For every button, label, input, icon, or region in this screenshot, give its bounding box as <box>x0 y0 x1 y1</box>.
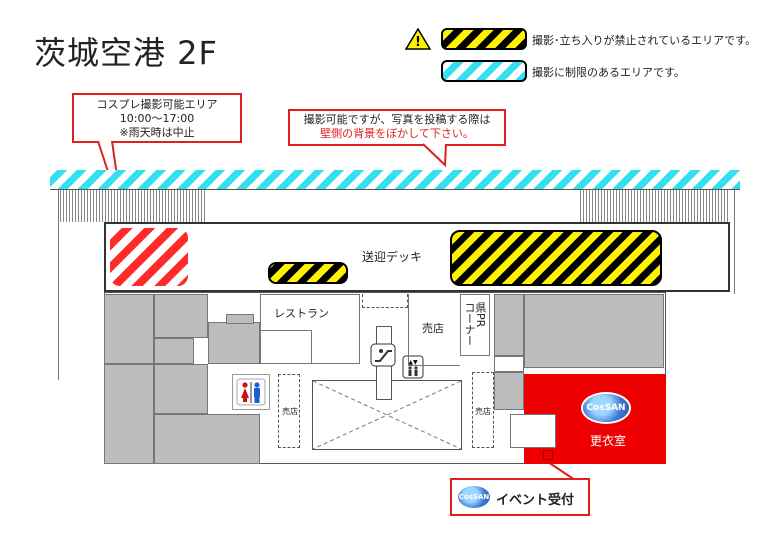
event-reception-box: CosSAN イベント受付 <box>450 478 590 516</box>
legend: ! 撮影･立ち入りが禁止されているエリアです。 撮影に制限のあるエリアです。 <box>405 26 775 86</box>
photo-note-line1: 撮影可能ですが、写真を投稿する際は <box>303 113 491 126</box>
right-block-4 <box>494 372 524 410</box>
left-block-6 <box>154 414 260 464</box>
restroom <box>232 374 270 410</box>
changing-room-label: 更衣室 <box>590 434 627 448</box>
entrance-outline <box>362 294 408 308</box>
left-shop-area <box>278 374 300 448</box>
fence-right <box>580 190 730 222</box>
outer-wall-right <box>734 190 735 294</box>
left-shop-label: 売店 <box>282 407 298 416</box>
photo-note-line2: 壁側の背景をぼかして下さい。 <box>320 127 474 140</box>
roof-edge <box>50 189 740 190</box>
prohibited-zone-small <box>268 262 348 284</box>
left-block-5 <box>154 364 208 414</box>
reception-pointer <box>547 461 576 481</box>
atrium-cross <box>313 381 461 449</box>
pr-corner-col2: 県PR <box>474 302 487 328</box>
legend-prohibited-label: 撮影･立ち入りが禁止されているエリアです。 <box>532 34 757 47</box>
restricted-strip <box>50 170 740 190</box>
cosplay-callout-line2: 10:00〜17:00 <box>119 112 195 125</box>
right-block-2 <box>524 294 664 368</box>
right-block-3 <box>494 356 524 372</box>
right-shop-area <box>472 372 494 448</box>
cosplay-area-zone <box>110 228 188 286</box>
pr-corner-area <box>460 294 490 356</box>
left-block-2 <box>154 294 208 338</box>
right-shop-label: 売店 <box>475 407 491 416</box>
left-block-8 <box>226 314 254 324</box>
event-reception-label: イベント受付 <box>496 493 575 508</box>
photo-note-pointer <box>422 143 447 168</box>
warning-icon: ! <box>405 28 431 50</box>
left-block-3 <box>154 338 194 364</box>
left-block-1 <box>104 294 154 364</box>
legend-restricted-label: 撮影に制限のあるエリアです。 <box>532 66 685 79</box>
center-shop-area <box>408 294 460 366</box>
prohibited-zone-large <box>450 230 662 286</box>
pr-corner-col1: コーナー <box>463 302 476 346</box>
left-block-4 <box>104 364 154 464</box>
restaurant-counter <box>260 330 312 364</box>
photo-note-callout: 撮影可能ですが、写真を投稿する際は 壁側の背景をぼかして下さい。 <box>288 109 506 146</box>
fence-left <box>60 190 206 222</box>
warning-icon-mark: ! <box>415 35 421 50</box>
legend-prohibited-swatch <box>441 28 527 50</box>
center-shop-label: 売店 <box>422 322 444 335</box>
right-block-1 <box>494 294 524 356</box>
svg-text:▲▼: ▲▼ <box>408 359 418 366</box>
cosplay-callout-line3: ※雨天時は中止 <box>119 126 195 139</box>
cosplay-callout-line1: コスプレ撮影可能エリア <box>96 98 218 111</box>
deck-label: 送迎デッキ <box>362 250 423 264</box>
map-title: 茨城空港 2F <box>34 34 218 72</box>
cossan-logo: CosSAN <box>583 394 629 422</box>
reception-marker <box>543 450 553 460</box>
cosplay-area-callout: コスプレ撮影可能エリア 10:00〜17:00 ※雨天時は中止 <box>72 93 242 143</box>
deck-frame <box>104 222 730 292</box>
reception-cossan-logo: CosSAN <box>458 486 490 508</box>
left-block-7 <box>208 322 260 364</box>
changing-room-inner <box>510 414 556 448</box>
legend-restricted-swatch <box>441 60 527 82</box>
restaurant-label: レストラン <box>274 307 329 320</box>
outer-wall-left <box>58 190 59 380</box>
escalator-icon <box>370 343 396 367</box>
restroom-icon <box>236 378 266 406</box>
